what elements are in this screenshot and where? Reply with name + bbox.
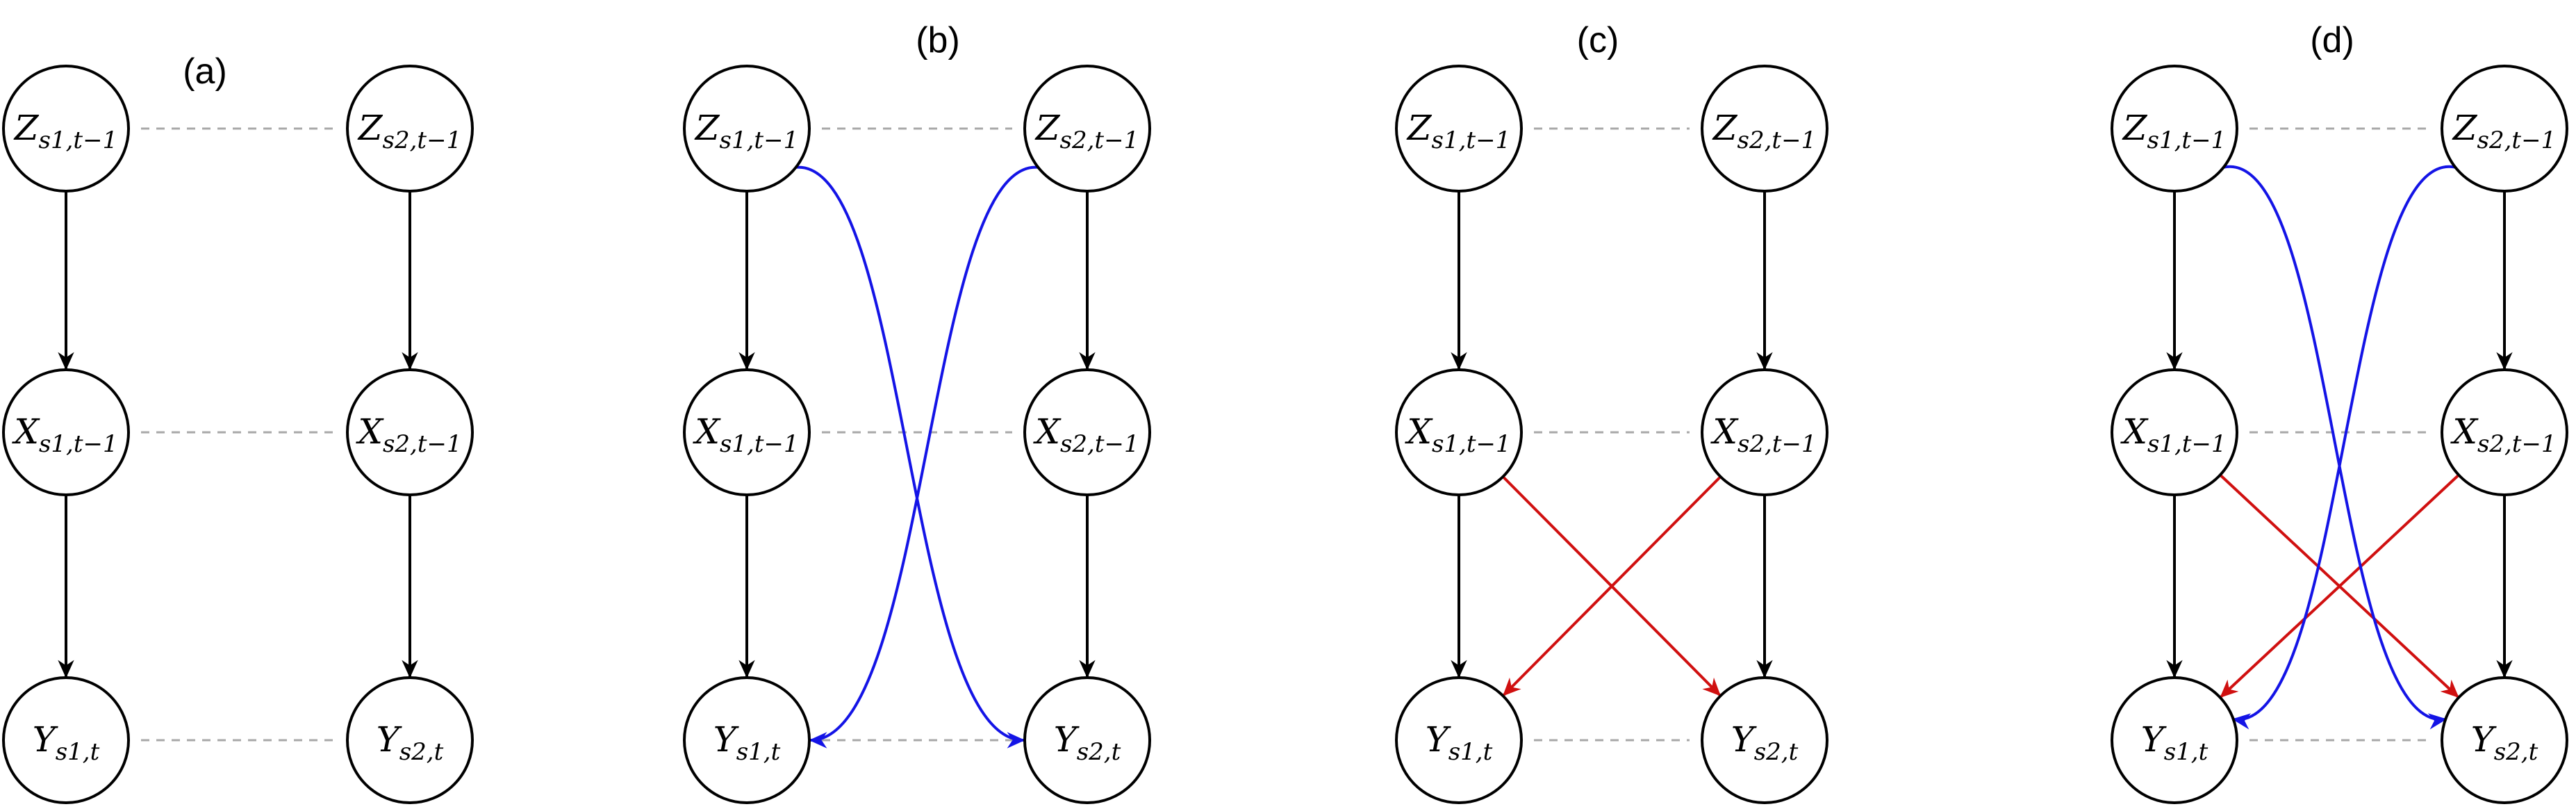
edge-X2-to-Y1 [2220,473,2460,698]
node-circle [1023,368,1151,496]
node-circle [1023,676,1151,804]
panel-label: (b) [916,20,960,60]
node-circle [2441,368,2568,496]
node-Z1: Zs1,t−1 [2,65,130,193]
node-label: Ys1,t [33,719,100,766]
node-Y1: Ys1,t [2,676,130,804]
node-X2: Xs2,t−1 [346,368,474,496]
node-label: Xs2,t−1 [1032,411,1139,458]
node-circle [2441,65,2568,193]
node-label: Zs1,t−1 [1406,108,1510,154]
node-X1: Xs1,t−1 [2,368,130,496]
node-circle [2,368,130,496]
node-circle [683,65,811,193]
node-circle [1395,65,1523,193]
edge-Z2-to-Y1 [2231,165,2457,730]
edge-Z2-to-Y1 [809,165,1039,749]
node-Z1: Zs1,t−1 [683,65,811,193]
node-Y2: Ys2,t [2441,676,2568,804]
node-X2: Xs2,t−1 [1701,368,1828,496]
node-label: Ys1,t [1426,719,1493,766]
node-Y2: Ys2,t [346,676,474,804]
node-Y2: Ys2,t [1023,676,1151,804]
node-Y1: Ys1,t [2111,676,2238,804]
node-label: Xs2,t−1 [2450,411,2556,458]
edge-X2-to-Y1 [1503,475,1722,696]
node-circle [346,676,474,804]
node-Z2: Zs2,t−1 [1701,65,1828,193]
node-circle [2111,368,2238,496]
node-label: Zs2,t−1 [1034,108,1139,154]
node-circle [683,368,811,496]
edge-Z1-to-Y2 [2222,165,2447,730]
node-label: Ys1,t [2141,719,2208,766]
node-Y1: Ys1,t [1395,676,1523,804]
node-label: Zs1,t−1 [2122,108,2226,154]
node-circle [1395,676,1523,804]
node-label: Xs1,t−1 [2120,411,2226,458]
node-label: Ys2,t [377,719,444,766]
panel-label: (a) [183,51,227,92]
node-X2: Xs2,t−1 [2441,368,2568,496]
node-label: Zs1,t−1 [694,108,798,154]
node-Z2: Zs2,t−1 [1023,65,1151,193]
node-Z1: Zs1,t−1 [2111,65,2238,193]
node-circle [1701,65,1828,193]
node-X2: Xs2,t−1 [1023,368,1151,496]
node-label: Zs2,t−1 [2452,108,2556,154]
node-label: Xs2,t−1 [355,411,461,458]
node-Y2: Ys2,t [1701,676,1828,804]
node-circle [2,676,130,804]
node-X1: Xs1,t−1 [2111,368,2238,496]
node-circle [1701,676,1828,804]
node-circle [2111,65,2238,193]
node-circle [346,368,474,496]
node-label: Ys2,t [2471,719,2538,766]
node-label: Ys1,t [713,719,781,766]
edge-Z1-to-Y2 [795,165,1025,749]
node-Z1: Zs1,t−1 [1395,65,1523,193]
node-X1: Xs1,t−1 [1395,368,1523,496]
node-Z2: Zs2,t−1 [346,65,474,193]
node-label: Xs1,t−1 [1404,411,1510,458]
node-label: Zs2,t−1 [357,108,461,154]
panel-label: (c) [1577,20,1619,60]
node-X1: Xs1,t−1 [683,368,811,496]
node-label: Ys2,t [1054,719,1121,766]
node-circle [683,676,811,804]
node-label: Xs1,t−1 [11,411,117,458]
node-Z2: Zs2,t−1 [2441,65,2568,193]
node-circle [1395,368,1523,496]
node-label: Xs2,t−1 [1710,411,1816,458]
node-circle [2,65,130,193]
node-circle [346,65,474,193]
node-label: Ys2,t [1731,719,1799,766]
node-label: Xs1,t−1 [692,411,798,458]
node-circle [2441,676,2568,804]
node-label: Zs1,t−1 [13,108,117,154]
node-label: Zs2,t−1 [1712,108,1816,154]
node-circle [1023,65,1151,193]
node-circle [1701,368,1828,496]
node-circle [2111,676,2238,804]
node-Y1: Ys1,t [683,676,811,804]
panel-label: (d) [2310,20,2354,60]
